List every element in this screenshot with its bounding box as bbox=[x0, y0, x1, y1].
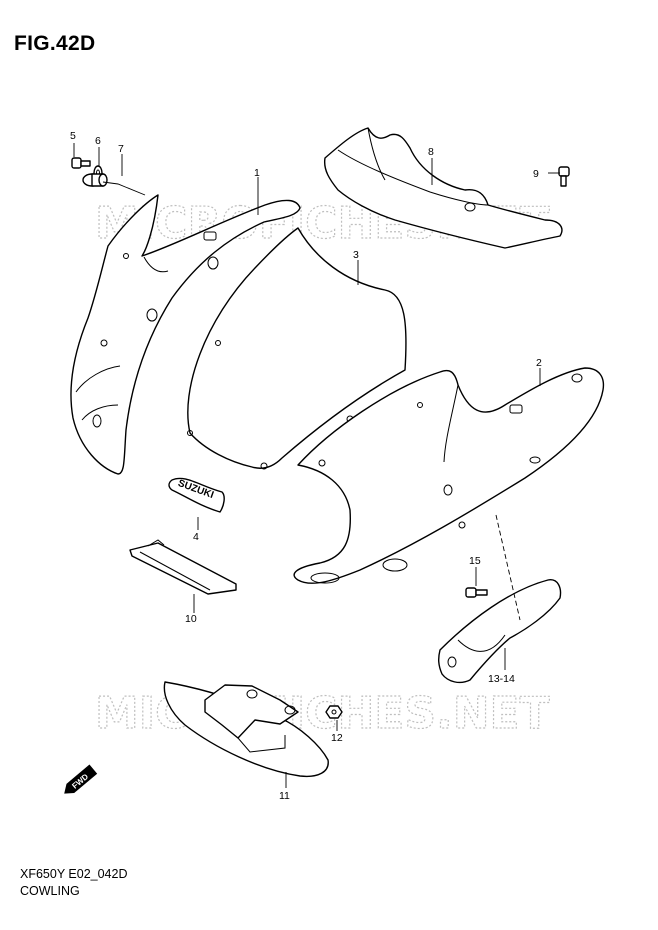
callout-4: 4 bbox=[193, 531, 199, 543]
fwd-direction-badge: FWD bbox=[64, 764, 98, 794]
callout-9: 9 bbox=[533, 168, 539, 180]
callout-6: 6 bbox=[95, 135, 101, 147]
callout-1: 1 bbox=[254, 167, 260, 179]
part-8-inner-cover bbox=[323, 127, 563, 249]
part-12-nut bbox=[325, 705, 343, 719]
part-1-front-cowling bbox=[70, 194, 301, 475]
part-13-14-bracket bbox=[437, 579, 562, 684]
callout-13-14: 13-14 bbox=[488, 673, 515, 685]
callout-numbers: 5 6 7 1 3 2 8 9 4 10 11 12 13-14 15 bbox=[70, 130, 542, 802]
callout-2: 2 bbox=[536, 357, 542, 369]
callout-5: 5 bbox=[70, 130, 76, 142]
figure-title: FIG.42D bbox=[14, 32, 96, 55]
part-2-side-cowling bbox=[293, 367, 605, 584]
part-5-screw bbox=[71, 157, 91, 169]
part-4-suzuki-emblem: SUZUKI bbox=[168, 477, 225, 513]
watermark-bottom: MICROFICHES.NET bbox=[95, 688, 550, 739]
part-11-floor-panel bbox=[163, 681, 329, 778]
callout-10: 10 bbox=[185, 613, 197, 625]
callout-12: 12 bbox=[331, 732, 343, 744]
section-name: COWLING bbox=[20, 884, 80, 898]
model-code: XF650Y E02_042D bbox=[20, 867, 128, 881]
part-15-screw bbox=[465, 587, 488, 598]
callout-15: 15 bbox=[469, 555, 481, 567]
callout-7: 7 bbox=[118, 143, 124, 155]
callout-8: 8 bbox=[428, 146, 434, 158]
part-7-collar bbox=[82, 173, 108, 187]
part-10-lower-panel bbox=[129, 539, 237, 595]
part-9-screw bbox=[558, 166, 570, 187]
callout-11: 11 bbox=[279, 790, 290, 802]
callout-3: 3 bbox=[353, 249, 359, 261]
part-3-windscreen bbox=[187, 227, 407, 470]
leader-lines bbox=[73, 143, 560, 788]
